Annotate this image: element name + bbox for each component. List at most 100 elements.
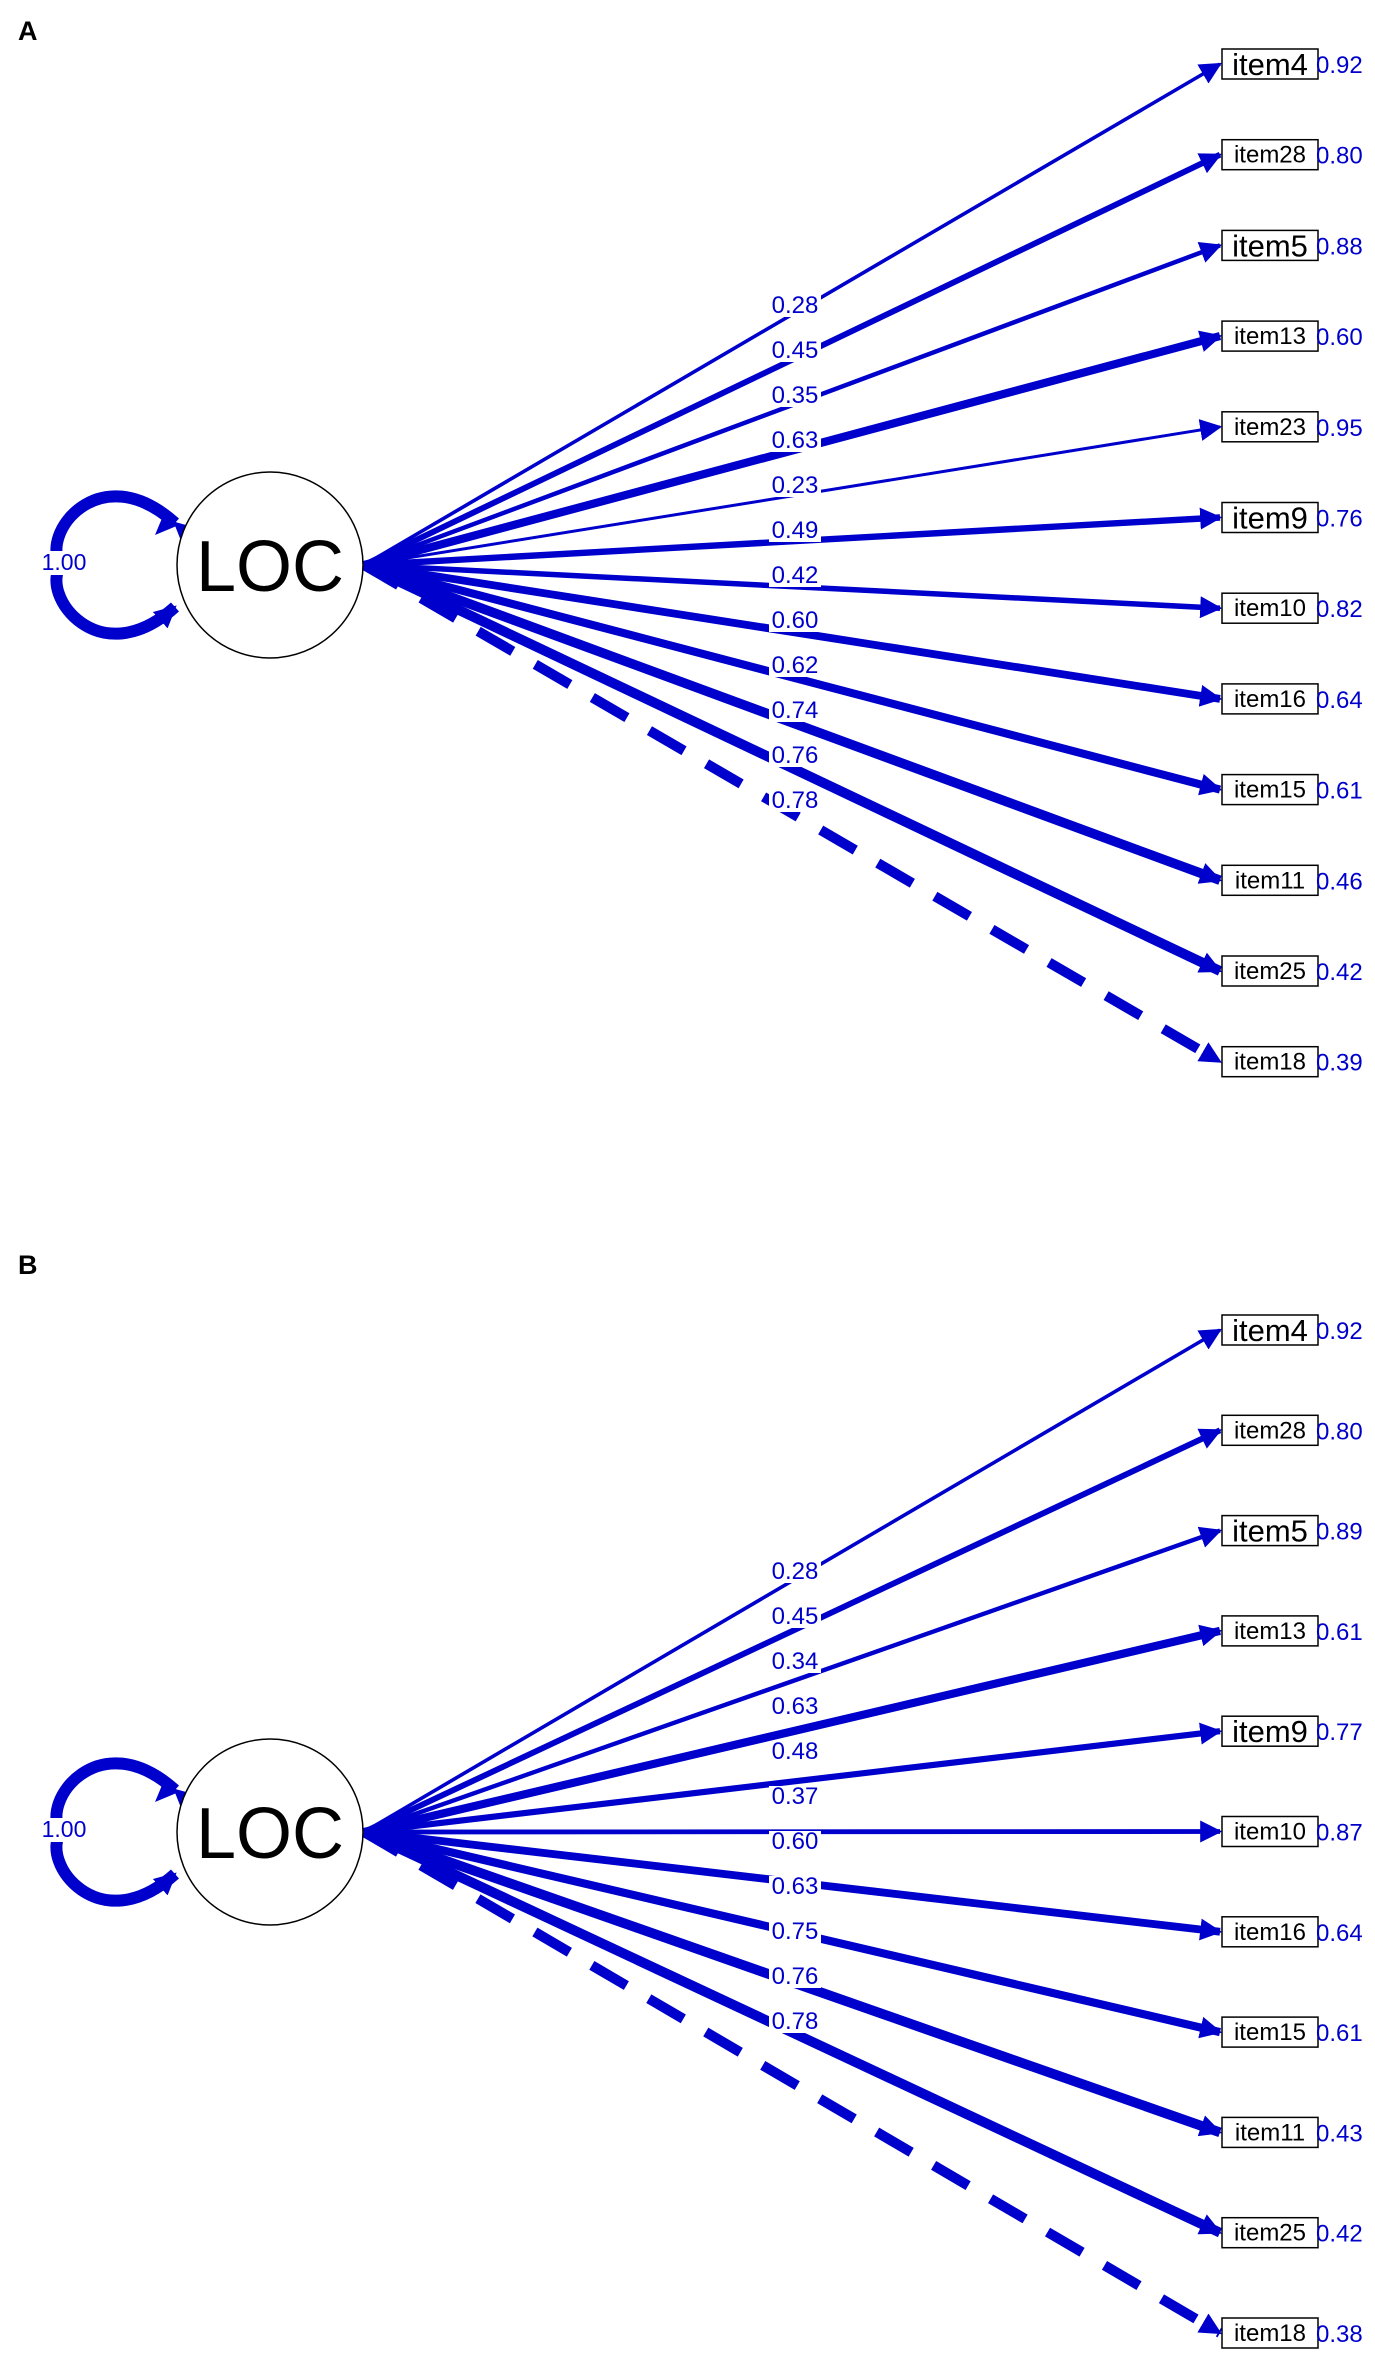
residual-label: 0.42 [1316, 959, 1363, 986]
observed-item-label: item4 [1232, 1313, 1308, 1348]
observed-item-box [1221, 1615, 1319, 1647]
loading-path [363, 1526, 1223, 1835]
residual-label: 0.88 [1316, 233, 1363, 260]
loading-label: 0.45 [772, 337, 819, 364]
residual-label: 0.92 [1316, 1318, 1363, 1345]
panel-label: B [18, 1250, 38, 1280]
residual-label: 0.80 [1316, 1418, 1363, 1445]
loading-label-bg [769, 655, 821, 677]
panel-label: A [18, 16, 38, 46]
observed-item-label: item10 [1234, 1819, 1306, 1846]
observed-item-box [1221, 592, 1319, 624]
observed-item-box [1221, 1045, 1319, 1078]
observed-item-label: item10 [1234, 595, 1306, 622]
observed-item-label: item5 [1232, 228, 1308, 263]
loading-path [362, 561, 1223, 796]
observed-item-box [1221, 138, 1319, 171]
observed-item-box [1221, 229, 1319, 262]
observed-item-label: item25 [1234, 958, 1306, 985]
residual-label: 0.87 [1316, 1820, 1363, 1847]
loading-label: 0.78 [772, 2008, 819, 2035]
observed-item-box [1221, 1916, 1319, 1948]
residual-label: 0.39 [1316, 1050, 1363, 1077]
observed-item-box [1221, 2317, 1319, 2349]
loading-label: 0.42 [772, 562, 819, 589]
latent-factor-node [176, 471, 364, 659]
loading-label-bg [769, 565, 821, 587]
loading-path [362, 560, 1223, 885]
observed-item-label: item13 [1234, 1618, 1306, 1645]
variance-label-bg [38, 551, 90, 575]
residual-label: 0.46 [1316, 868, 1363, 895]
observed-item-label: item25 [1234, 2220, 1306, 2247]
loading-label-bg [769, 475, 821, 497]
loading-label-bg [769, 745, 821, 767]
loading-label: 0.37 [772, 1783, 819, 1810]
residual-label: 0.61 [1316, 2020, 1363, 2047]
residual-label: 0.61 [1316, 1619, 1363, 1646]
latent-factor-node [176, 1738, 364, 1926]
observed-item-label: item15 [1234, 2019, 1306, 2046]
loading-label-bg [769, 340, 821, 362]
residual-label: 0.77 [1316, 1719, 1363, 1746]
residual-label: 0.95 [1316, 415, 1363, 442]
observed-item-label: item18 [1234, 1049, 1306, 1076]
variance-label: 1.00 [42, 549, 87, 575]
residual-label: 0.92 [1316, 52, 1363, 79]
panel-a: A0.280.450.350.630.230.490.420.600.620.7… [18, 16, 1363, 1078]
loading-label-bg [769, 1606, 821, 1628]
observed-item-box [1221, 411, 1319, 443]
loading-label: 0.63 [772, 1873, 819, 1900]
residual-label: 0.43 [1316, 2120, 1363, 2147]
residual-label: 0.64 [1316, 1920, 1363, 1947]
loading-label: 0.76 [772, 742, 819, 769]
loading-label: 0.75 [772, 1918, 819, 1945]
loading-label-bg [769, 295, 821, 317]
observed-item-label: item15 [1234, 777, 1306, 804]
loading-label: 0.48 [772, 1738, 819, 1765]
loading-path [363, 1624, 1223, 1836]
loading-label-bg [769, 1831, 821, 1853]
observed-item-label: item28 [1234, 142, 1306, 169]
latent-factor-label: LOC [196, 1794, 344, 1874]
loading-path [363, 1722, 1223, 1836]
observed-item-label: item18 [1234, 2320, 1306, 2347]
observed-item-box [1221, 320, 1319, 352]
observed-item-label: item16 [1234, 686, 1306, 713]
loading-label-bg [769, 520, 821, 542]
observed-item-box [1221, 1414, 1319, 1447]
loading-label-bg [769, 1741, 821, 1763]
loading-label: 0.28 [772, 1558, 819, 1585]
observed-item-box [1221, 501, 1319, 534]
observed-item-box [1221, 773, 1319, 806]
panel-b: B0.280.450.340.630.480.370.600.630.750.7… [18, 1250, 1363, 2349]
observed-item-box [1221, 683, 1319, 715]
observed-item-label: item4 [1232, 47, 1308, 82]
loading-path [361, 560, 1223, 976]
observed-item-label: item13 [1234, 323, 1306, 350]
observed-item-label: item28 [1234, 1417, 1306, 1444]
residual-label: 0.38 [1316, 2321, 1363, 2348]
loading-label: 0.23 [772, 472, 819, 499]
observed-item-label: item9 [1232, 501, 1308, 536]
loading-label: 0.63 [772, 427, 819, 454]
loading-path [361, 560, 1223, 1067]
loading-path [361, 1827, 1223, 2338]
observed-item-box [1221, 2116, 1319, 2149]
loading-label-bg [769, 1966, 821, 1988]
residual-label: 0.82 [1316, 596, 1363, 623]
loading-label-bg [769, 790, 821, 812]
residual-label: 0.61 [1316, 778, 1363, 805]
loading-label-bg [769, 700, 821, 722]
loading-label: 0.76 [772, 1963, 819, 1990]
observed-item-box [1221, 1815, 1319, 1848]
loading-label-bg [769, 1786, 821, 1808]
observed-item-box [1221, 48, 1319, 80]
loading-label: 0.35 [772, 382, 819, 409]
observed-item-box [1221, 1314, 1319, 1346]
loading-label: 0.60 [772, 607, 819, 634]
observed-item-box [1221, 1715, 1319, 1747]
variance-label-bg [38, 1818, 90, 1842]
latent-factor-label: LOC [196, 527, 344, 607]
